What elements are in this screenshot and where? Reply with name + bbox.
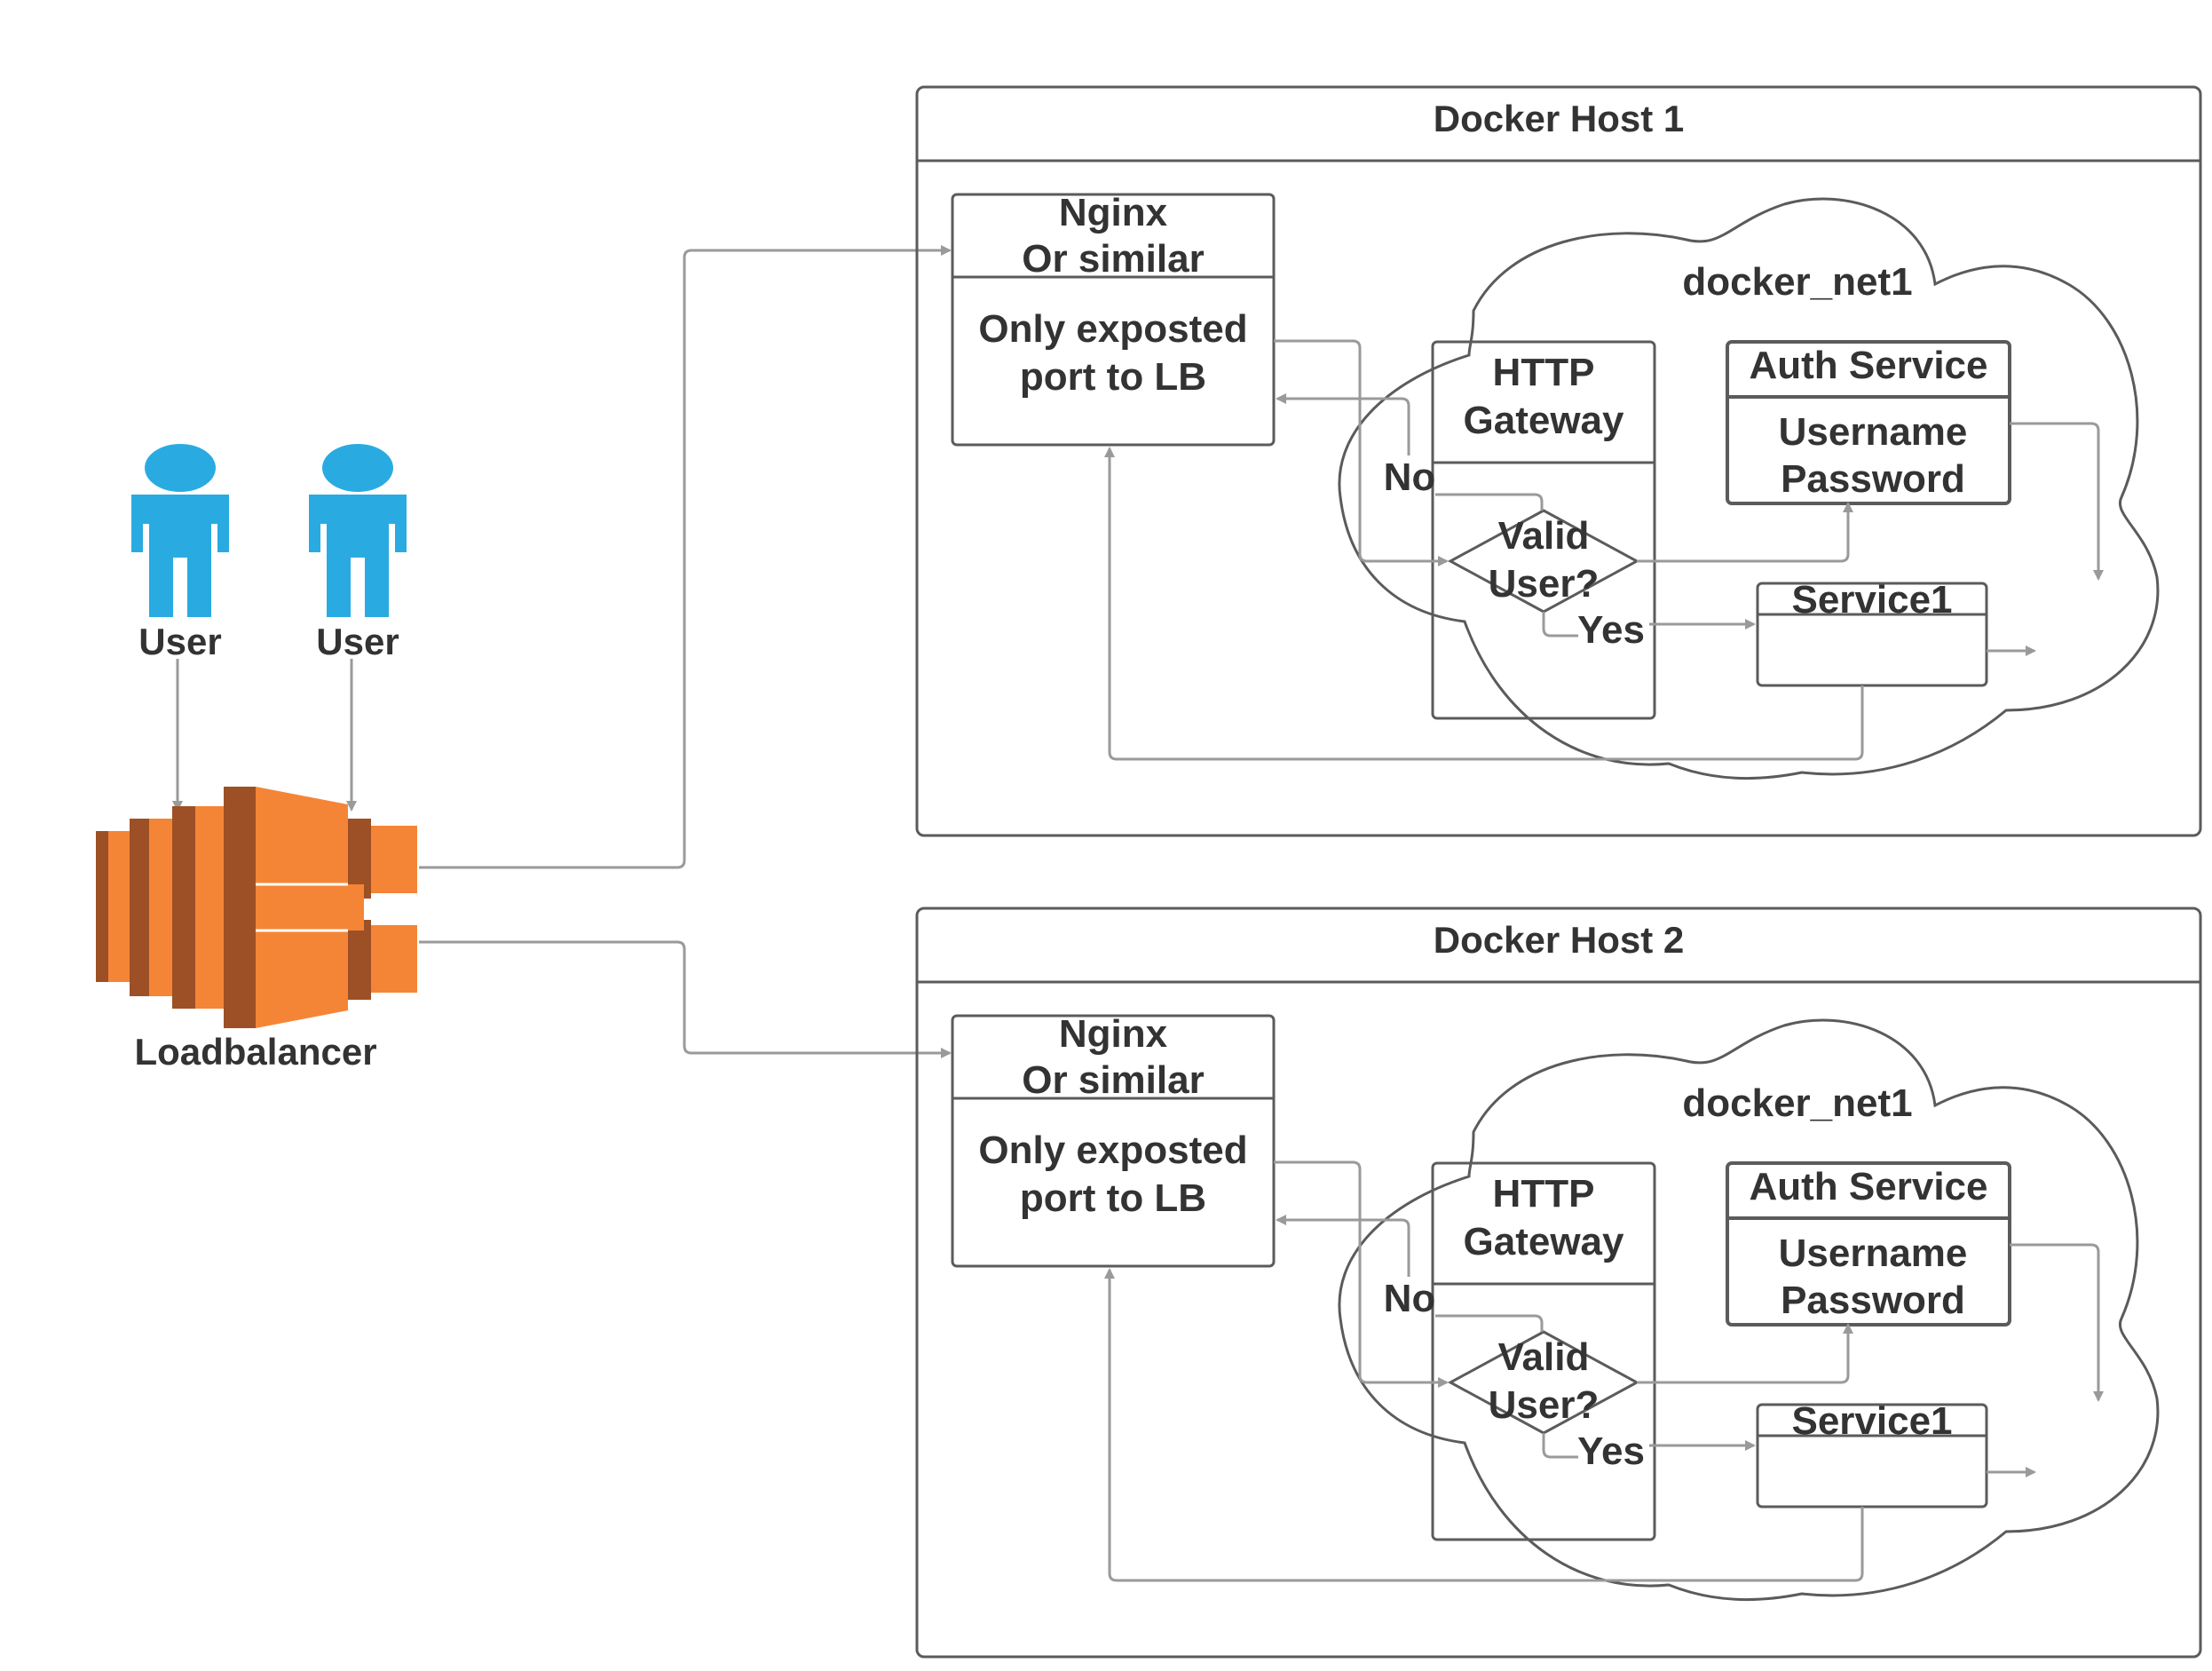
host-connectors xyxy=(1104,339,2104,761)
network-cloud xyxy=(1338,1018,2160,1602)
auth-line1: Username xyxy=(1779,1231,1968,1275)
nginx-body-line2: port to LB xyxy=(1020,355,1206,399)
valid-user-decision: Valid User? xyxy=(1447,509,1640,614)
nginx-title-line1: Nginx xyxy=(1059,191,1168,234)
nginx-title-line2: Or similar xyxy=(1022,1058,1204,1102)
auth-title: Auth Service xyxy=(1750,1165,1988,1208)
gateway-line2: Gateway xyxy=(1464,1220,1625,1263)
service1-box: Service1 xyxy=(1756,578,1988,687)
loadbalancer: Loadbalancer xyxy=(96,787,417,1073)
network-label: docker_net1 xyxy=(1682,1081,1912,1125)
docker-host-1: Docker Host 1 docker_net1 Nginx Or simil… xyxy=(915,85,2202,837)
host-title: Docker Host 2 xyxy=(1434,919,1684,961)
nginx-box: Nginx Or similar Only exposted port to L… xyxy=(951,191,1276,447)
host-frame xyxy=(915,907,2202,1659)
http-gateway-box: HTTP Gateway xyxy=(1431,1161,1656,1541)
user-2: User xyxy=(309,444,407,662)
auth-line2: Password xyxy=(1781,1279,1965,1322)
decision-line2: User? xyxy=(1489,562,1600,606)
nginx-title-line1: Nginx xyxy=(1059,1012,1168,1056)
yes-label: Yes xyxy=(1577,1429,1645,1473)
gateway-line1: HTTP xyxy=(1493,1172,1595,1216)
loadbalancer-label: Loadbalancer xyxy=(134,1031,376,1073)
auth-line2: Password xyxy=(1781,457,1965,501)
service1-box: Service1 xyxy=(1756,1399,1988,1509)
nginx-body-line1: Only exposted xyxy=(978,307,1247,351)
decision-line1: Valid xyxy=(1498,514,1590,558)
decision-line2: User? xyxy=(1489,1383,1600,1427)
auth-line1: Username xyxy=(1779,410,1968,454)
gateway-line1: HTTP xyxy=(1493,351,1595,394)
host-connectors xyxy=(1104,1160,2104,1582)
network-cloud xyxy=(1338,197,2160,780)
user-connectors xyxy=(172,659,357,812)
http-gateway-box: HTTP Gateway xyxy=(1431,340,1656,720)
no-label: No xyxy=(1384,1277,1436,1320)
docker-host-2: Docker Host 2 docker_net1 Nginx Or simil… xyxy=(915,907,2202,1659)
service-title: Service1 xyxy=(1791,578,1952,622)
yes-label: Yes xyxy=(1577,608,1645,652)
nginx-title-line2: Or similar xyxy=(1022,237,1204,281)
no-label: No xyxy=(1384,455,1436,499)
network-label: docker_net1 xyxy=(1682,260,1912,304)
auth-service-box: Auth Service Username Password xyxy=(1726,1161,2011,1327)
auth-service-box: Auth Service Username Password xyxy=(1726,340,2011,505)
user-label: User xyxy=(138,621,221,662)
auth-title: Auth Service xyxy=(1750,344,1988,387)
user-1: User xyxy=(131,444,229,662)
nginx-body-line2: port to LB xyxy=(1020,1176,1206,1220)
user-icon xyxy=(131,444,229,617)
nginx-body-line1: Only exposted xyxy=(978,1129,1247,1172)
host-title: Docker Host 1 xyxy=(1434,98,1684,139)
valid-user-decision: Valid User? xyxy=(1447,1330,1640,1435)
user-icon xyxy=(309,444,407,617)
gateway-line2: Gateway xyxy=(1464,399,1625,442)
nginx-box: Nginx Or similar Only exposted port to L… xyxy=(951,1012,1276,1268)
user-label: User xyxy=(316,621,399,662)
decision-line1: Valid xyxy=(1498,1335,1590,1379)
lb-connectors xyxy=(419,245,952,1058)
loadbalancer-icon xyxy=(96,787,417,1028)
service-title: Service1 xyxy=(1791,1399,1952,1443)
host-frame xyxy=(915,85,2202,837)
